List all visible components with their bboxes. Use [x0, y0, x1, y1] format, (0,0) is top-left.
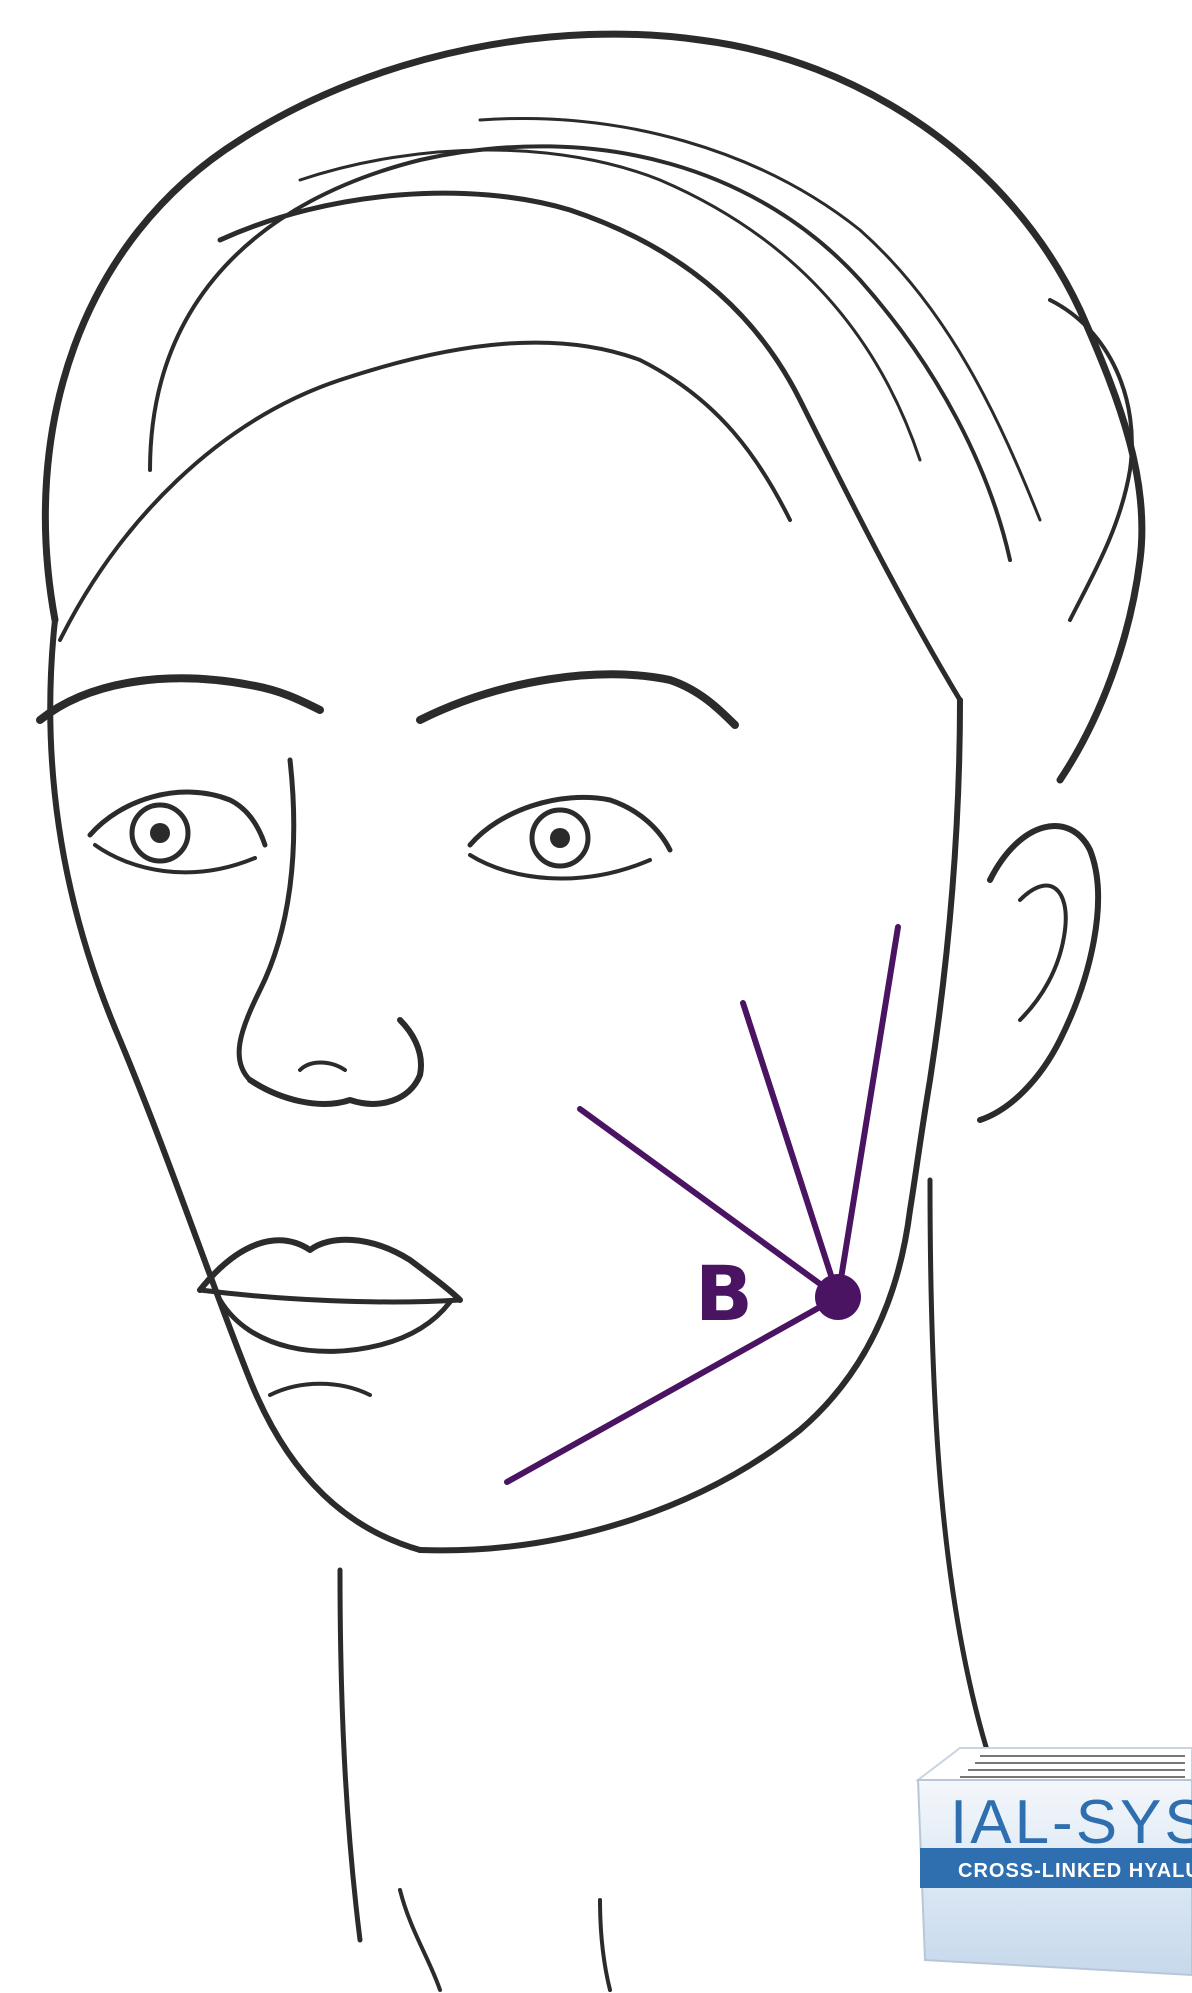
- product-box: IAL-SYST CROSS-LINKED HYALURO: [918, 1748, 1192, 1975]
- product-box-subtitle: CROSS-LINKED HYALURO: [958, 1860, 1192, 1882]
- hair-strand-1: [150, 146, 1010, 560]
- hair-bun: [1050, 300, 1132, 620]
- ear: [980, 826, 1098, 1120]
- face-contour-left: [50, 620, 420, 1550]
- face-sketch: [40, 34, 1142, 1990]
- hair-strand-4: [480, 118, 1040, 520]
- chin-crease: [270, 1384, 370, 1395]
- eyebrow-left: [40, 678, 320, 720]
- vector-line-2: [743, 1003, 838, 1297]
- eye-left: [90, 792, 265, 872]
- upper-lip: [200, 1240, 460, 1300]
- injection-vectors: B: [507, 927, 898, 1482]
- hair-outline: [45, 34, 1142, 780]
- vector-line-3: [838, 927, 898, 1297]
- injection-point-label: B: [695, 1249, 753, 1338]
- neck-right: [930, 1180, 990, 1760]
- eye-right: [470, 797, 670, 878]
- neck-left: [340, 1570, 360, 1940]
- lower-lip: [220, 1300, 450, 1351]
- jaw-right: [420, 1210, 910, 1550]
- nostril: [300, 1063, 345, 1071]
- injection-point: [815, 1274, 861, 1320]
- eyebrow-right: [420, 674, 735, 725]
- ear-inner: [1020, 886, 1066, 1020]
- nose-bottom: [250, 1020, 421, 1104]
- collarbone: [400, 1890, 610, 1990]
- nose-bridge: [239, 760, 294, 1080]
- vector-line-4: [507, 1297, 838, 1482]
- lip-line: [200, 1290, 460, 1302]
- hairline: [60, 343, 790, 640]
- product-box-brand: IAL-SYST: [950, 1788, 1192, 1857]
- cheek-right: [910, 700, 960, 1210]
